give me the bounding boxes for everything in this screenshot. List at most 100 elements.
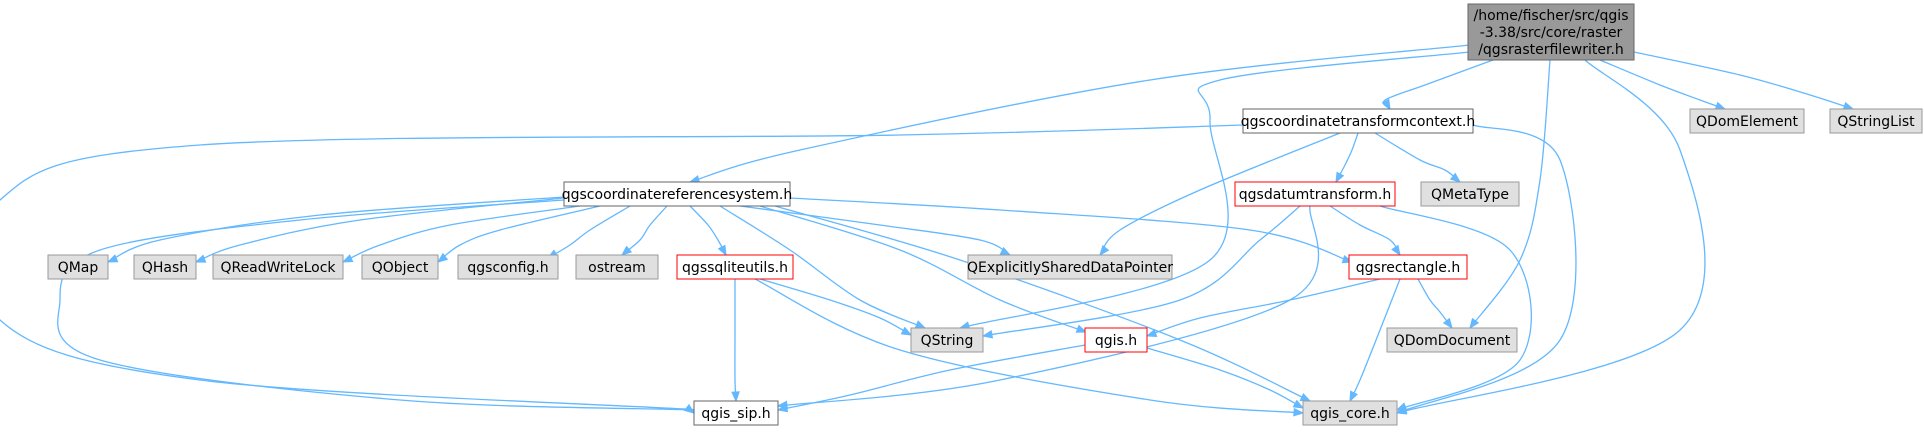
edge-arrowhead [981, 330, 994, 339]
edge-crs-to-qhash [194, 197, 565, 263]
node-box [457, 254, 559, 280]
edge-qgis-to-sip [776, 344, 1086, 413]
node-label: -3.38/src/core/raster [1480, 25, 1623, 41]
node-ostream: ostream [575, 254, 659, 280]
node-core: qgis_core.h [1302, 400, 1398, 426]
edge-crs-to-ostream [620, 205, 668, 256]
edge-datum-to-core [1379, 205, 1532, 411]
edge-ctc-to-qesdp [1099, 132, 1341, 257]
edge-arrowhead [436, 252, 449, 263]
dependency-nodes: /home/fischer/src/qgis-3.38/src/core/ras… [47, 3, 1923, 426]
node-box [1348, 254, 1468, 280]
node-qgsconfig: qgsconfig.h [457, 254, 559, 280]
node-label: qgis.h [1095, 333, 1137, 349]
edge-arrowhead [1335, 171, 1345, 184]
edge-rect-to-qdomdocument [1417, 278, 1453, 330]
edge-arrowhead [1299, 393, 1312, 402]
node-box [563, 181, 791, 207]
node-box [967, 254, 1173, 280]
node-box [1829, 108, 1923, 134]
node-box [1386, 327, 1518, 353]
edge-crs-to-sqlite [689, 205, 727, 257]
node-qesdp: QExplicitlySharedDataPointer [967, 254, 1173, 280]
node-qhash: QHash [133, 254, 197, 280]
edge-arrowhead [1391, 244, 1401, 257]
node-qgis[interactable]: qgis.h [1084, 327, 1148, 353]
dependency-edges [0, 44, 1855, 417]
edge-ctc-to-qmetatype [1374, 132, 1462, 183]
node-box [676, 254, 794, 280]
node-box [1689, 108, 1805, 134]
node-label: QReadWriteLock [220, 260, 336, 276]
node-qstring: QString [910, 327, 984, 353]
node-rect[interactable]: qgsrectangle.h [1348, 254, 1468, 280]
edge-arrowhead [1075, 324, 1088, 333]
edge-arrowhead [717, 244, 727, 257]
node-label: QMap [58, 260, 99, 276]
node-label: QHash [142, 260, 188, 276]
node-label: QStringList [1837, 114, 1915, 130]
node-box [1234, 181, 1396, 207]
edge-crs-to-qstring [719, 205, 927, 329]
node-label: QDomDocument [1394, 333, 1511, 349]
node-label: QExplicitlySharedDataPointer [967, 260, 1173, 276]
node-sqlite[interactable]: qgssqliteutils.h [676, 254, 794, 280]
node-crs[interactable]: qgscoordinatereferencesystem.h [562, 181, 793, 207]
node-box [910, 327, 984, 353]
edge-crs-to-qmap [106, 196, 565, 263]
edge-sqlite-to-sip [731, 279, 740, 403]
node-label: QMetaType [1431, 187, 1509, 203]
edge-arrowhead [194, 254, 207, 263]
edge-arrowhead [620, 245, 633, 256]
node-label: QString [921, 333, 974, 349]
edge-root-to-qstring [958, 51, 1471, 330]
edge-arrowhead [1099, 244, 1110, 257]
edge-ctc-to-datum [1335, 132, 1359, 184]
edge-arrowhead [341, 254, 354, 263]
node-label: qgis_sip.h [701, 406, 770, 422]
edge-crs-to-qrwlock [341, 205, 581, 263]
node-label: /qgsrasterfilewriter.h [1478, 42, 1624, 58]
node-label: qgis_core.h [1310, 406, 1390, 422]
edge-arrowhead [106, 254, 119, 263]
edge-arrowhead [914, 320, 927, 329]
node-box [47, 254, 109, 280]
edge-root-to-ctc [1381, 59, 1494, 111]
node-qmap: QMap [47, 254, 109, 280]
edge-arrowhead [683, 403, 696, 414]
edge-arrowhead [1449, 172, 1462, 183]
edge-arrowhead [1395, 402, 1408, 411]
node-box [1420, 181, 1520, 207]
edge-arrowhead [1349, 390, 1359, 403]
edge-crs-to-qgsconfig [546, 205, 631, 259]
edge-crs-to-rect [789, 197, 1354, 264]
node-box [212, 254, 344, 280]
node-label: QDomElement [1696, 114, 1798, 130]
node-box [693, 400, 779, 426]
node-box [133, 254, 197, 280]
node-box [1084, 327, 1148, 353]
node-label: QObject [372, 260, 429, 276]
edge-rect-to-core [1349, 278, 1401, 403]
node-label: qgscoordinatetransformcontext.h [1241, 114, 1475, 130]
node-box [361, 254, 439, 280]
edge-crs-to-qesdp [739, 205, 1012, 256]
edge-crs-to-sip [57, 199, 714, 414]
node-ctc[interactable]: qgscoordinatetransformcontext.h [1241, 108, 1475, 134]
edge-arrowhead [1145, 328, 1158, 338]
node-qrwlock: QReadWriteLock [212, 254, 344, 280]
edge-arrowhead [1469, 317, 1480, 330]
edge-rect-to-qgis [1145, 278, 1381, 338]
node-qmetatype: QMetaType [1420, 181, 1520, 207]
node-root[interactable]: /home/fischer/src/qgis-3.38/src/core/ras… [1467, 3, 1635, 61]
node-qdomelement: QDomElement [1689, 108, 1805, 134]
node-box [1242, 108, 1474, 134]
node-sip[interactable]: qgis_sip.h [693, 400, 779, 426]
edge-crs-to-qobject [436, 205, 601, 263]
node-datum[interactable]: qgsdatumtransform.h [1234, 181, 1396, 207]
node-box [1467, 3, 1635, 61]
edge-arrowhead [731, 391, 740, 403]
edge-qgis-to-core [1146, 347, 1305, 409]
node-qstringlist: QStringList [1829, 108, 1923, 134]
node-label: ostream [588, 260, 646, 276]
